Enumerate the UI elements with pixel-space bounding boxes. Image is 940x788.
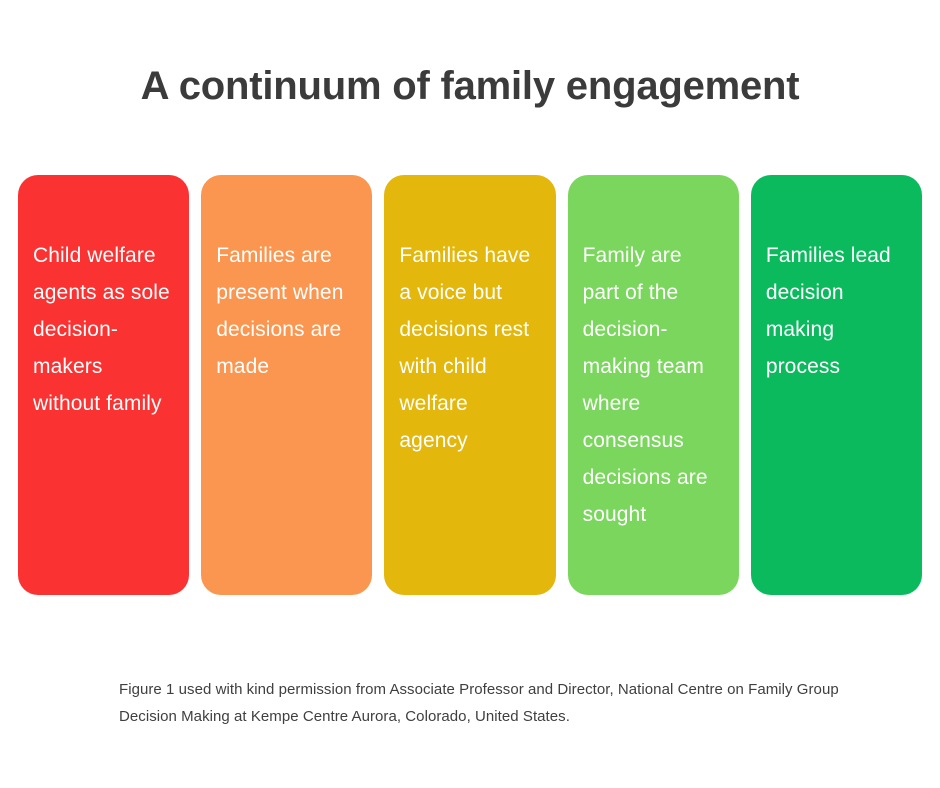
page-title: A continuum of family engagement <box>140 64 800 108</box>
stage-families-lead: Families lead decision making process <box>750 175 923 595</box>
continuum-card-5-label: Families lead decision making process <box>765 244 897 378</box>
stage-child-welfare-agents-sole: Child welfare agents as sole decision-ma… <box>18 175 190 595</box>
stage-families-have-a-voice: Families have a voice but decisions rest… <box>384 175 556 595</box>
continuum-card-1-label: Child welfare agents as sole decision-ma… <box>33 244 176 415</box>
continuum-stages-row: Child welfare agents as sole decision-ma… <box>18 175 923 595</box>
stage-families-present: Families are present when decisions are … <box>201 175 373 595</box>
continuum-card-4-label: Family are part of the decision-making t… <box>582 244 714 526</box>
continuum-card-2-label: Families are present when decisions are … <box>216 244 350 378</box>
stage-family-part-of-team: Family are part of the decision-making t… <box>567 175 739 595</box>
continuum-card-3-label: Families have a voice but decisions rest… <box>399 244 537 452</box>
figure-caption: Figure 1 used with kind permission from … <box>119 681 839 725</box>
